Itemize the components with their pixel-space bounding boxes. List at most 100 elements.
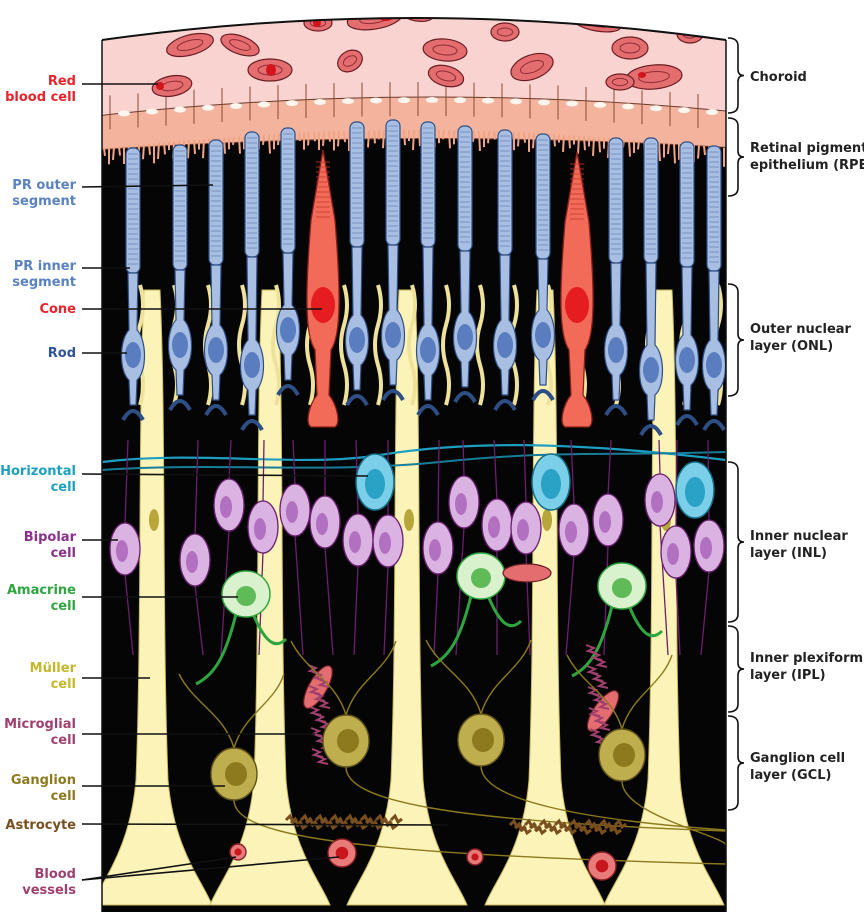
rpe-microvillus (493, 131, 496, 140)
rod-nucleus (208, 337, 224, 363)
rpe-microvillus (238, 136, 241, 154)
muller-cell-process (339, 284, 349, 406)
rpe-nucleus (650, 105, 662, 112)
label-cone: Cone (39, 302, 76, 317)
muller-cell-process (407, 284, 417, 406)
choroid-red-blood-cell (490, 22, 520, 42)
ganglion-dendrite (345, 640, 397, 716)
bipolar-nucleus (116, 540, 128, 562)
bipolar-dendrite (437, 439, 440, 524)
rpe-nucleus (202, 104, 214, 111)
rpe-microvillus (658, 141, 661, 162)
rpe-microvillus (367, 130, 370, 148)
bipolar-dendrite (658, 439, 661, 476)
rod-spherule (702, 419, 726, 432)
bipolar-nucleus (651, 491, 663, 513)
choroid-red-blood-cell (337, 49, 363, 73)
microglia-process (317, 678, 330, 688)
ganglion-dendrite (480, 639, 532, 715)
muller-cell-nucleus (542, 509, 552, 531)
ganglion-nucleus (472, 728, 494, 752)
muller-cell-process (475, 284, 485, 406)
rpe-nucleus (342, 98, 354, 105)
rpe-microvillus (568, 135, 571, 149)
choroid-red-blood-cell (400, 18, 434, 23)
amacrine-process (252, 615, 288, 646)
rpe-microvillus (448, 130, 451, 149)
bipolar-dendrite (262, 439, 265, 503)
rpe-nucleus (454, 97, 466, 104)
red-blood-cell-fold (229, 39, 251, 51)
rpe-microvillus (328, 131, 331, 142)
inner-retina-cells (109, 439, 725, 765)
rod-nucleus (244, 352, 260, 378)
ganglion-dendrite (621, 654, 673, 730)
rpe-microvillus (148, 143, 151, 155)
rod-spherule (453, 391, 477, 404)
tissue-outline (101, 17, 727, 41)
rod-inner-segment (603, 262, 629, 401)
ganglion-nucleus (613, 743, 635, 767)
amacrine-process (430, 595, 473, 668)
astrocyte-process (578, 824, 592, 836)
horizontal-cell-nucleus (541, 469, 561, 499)
photoreceptors (120, 119, 726, 437)
rpe-microvillus (523, 132, 526, 143)
rpe-microvillus (697, 145, 700, 159)
rod-inner-segment (120, 272, 146, 406)
rpe-nucleus (118, 110, 130, 117)
rpe-microvillus (223, 137, 226, 154)
red-blood-cell-fold (176, 38, 204, 52)
rod-inner-segment (380, 244, 406, 386)
rpe-microvillus (478, 130, 481, 152)
red-blood-cell-fold (519, 59, 545, 75)
cone-nucleus (311, 287, 335, 323)
astrocyte-process (563, 824, 577, 836)
rpe-microvillus (553, 134, 556, 147)
rod-spherule (493, 399, 517, 412)
bipolar-nucleus (379, 532, 391, 554)
cone-nucleus (565, 287, 589, 323)
rpe-cells (109, 82, 718, 130)
bipolar-dendrite (523, 439, 527, 504)
bipolar-nucleus (517, 519, 529, 541)
rod-spherule (345, 394, 369, 407)
amacrine-nucleus (236, 586, 256, 606)
microglia-process (596, 679, 609, 689)
choroid-red-blood-cell (605, 73, 635, 91)
rpe-microvillus (562, 134, 565, 152)
horizontal-cell-nucleus (685, 477, 705, 507)
bipolar-axon (675, 576, 681, 656)
rpe-microvillus (187, 140, 190, 159)
red-blood-cell-fold (342, 55, 358, 67)
rpe-microvillus (628, 139, 631, 157)
amacrine-process (628, 607, 664, 638)
rod-inner-segment (638, 262, 664, 421)
leader-line (81, 823, 449, 826)
rpe-microvillus (343, 131, 346, 143)
rpe-microvillus (313, 132, 316, 142)
label-rod: Rod (48, 346, 76, 361)
blood-vessel-lumen-cell (234, 848, 242, 856)
blood-vessel-lumen-cell (335, 846, 349, 860)
rpe-microvillus (487, 131, 490, 144)
bipolar-nucleus (186, 551, 198, 573)
rod-spherule (639, 424, 663, 437)
astrocyte-process (608, 824, 622, 836)
rpe-microvillus (142, 144, 145, 160)
rpe-microvillus (577, 135, 580, 154)
microglia-process (316, 755, 329, 765)
amacrine-process (195, 613, 238, 686)
rod-spherule (381, 389, 405, 402)
layer-bracket (727, 461, 745, 623)
bipolar-nucleus (700, 537, 712, 559)
